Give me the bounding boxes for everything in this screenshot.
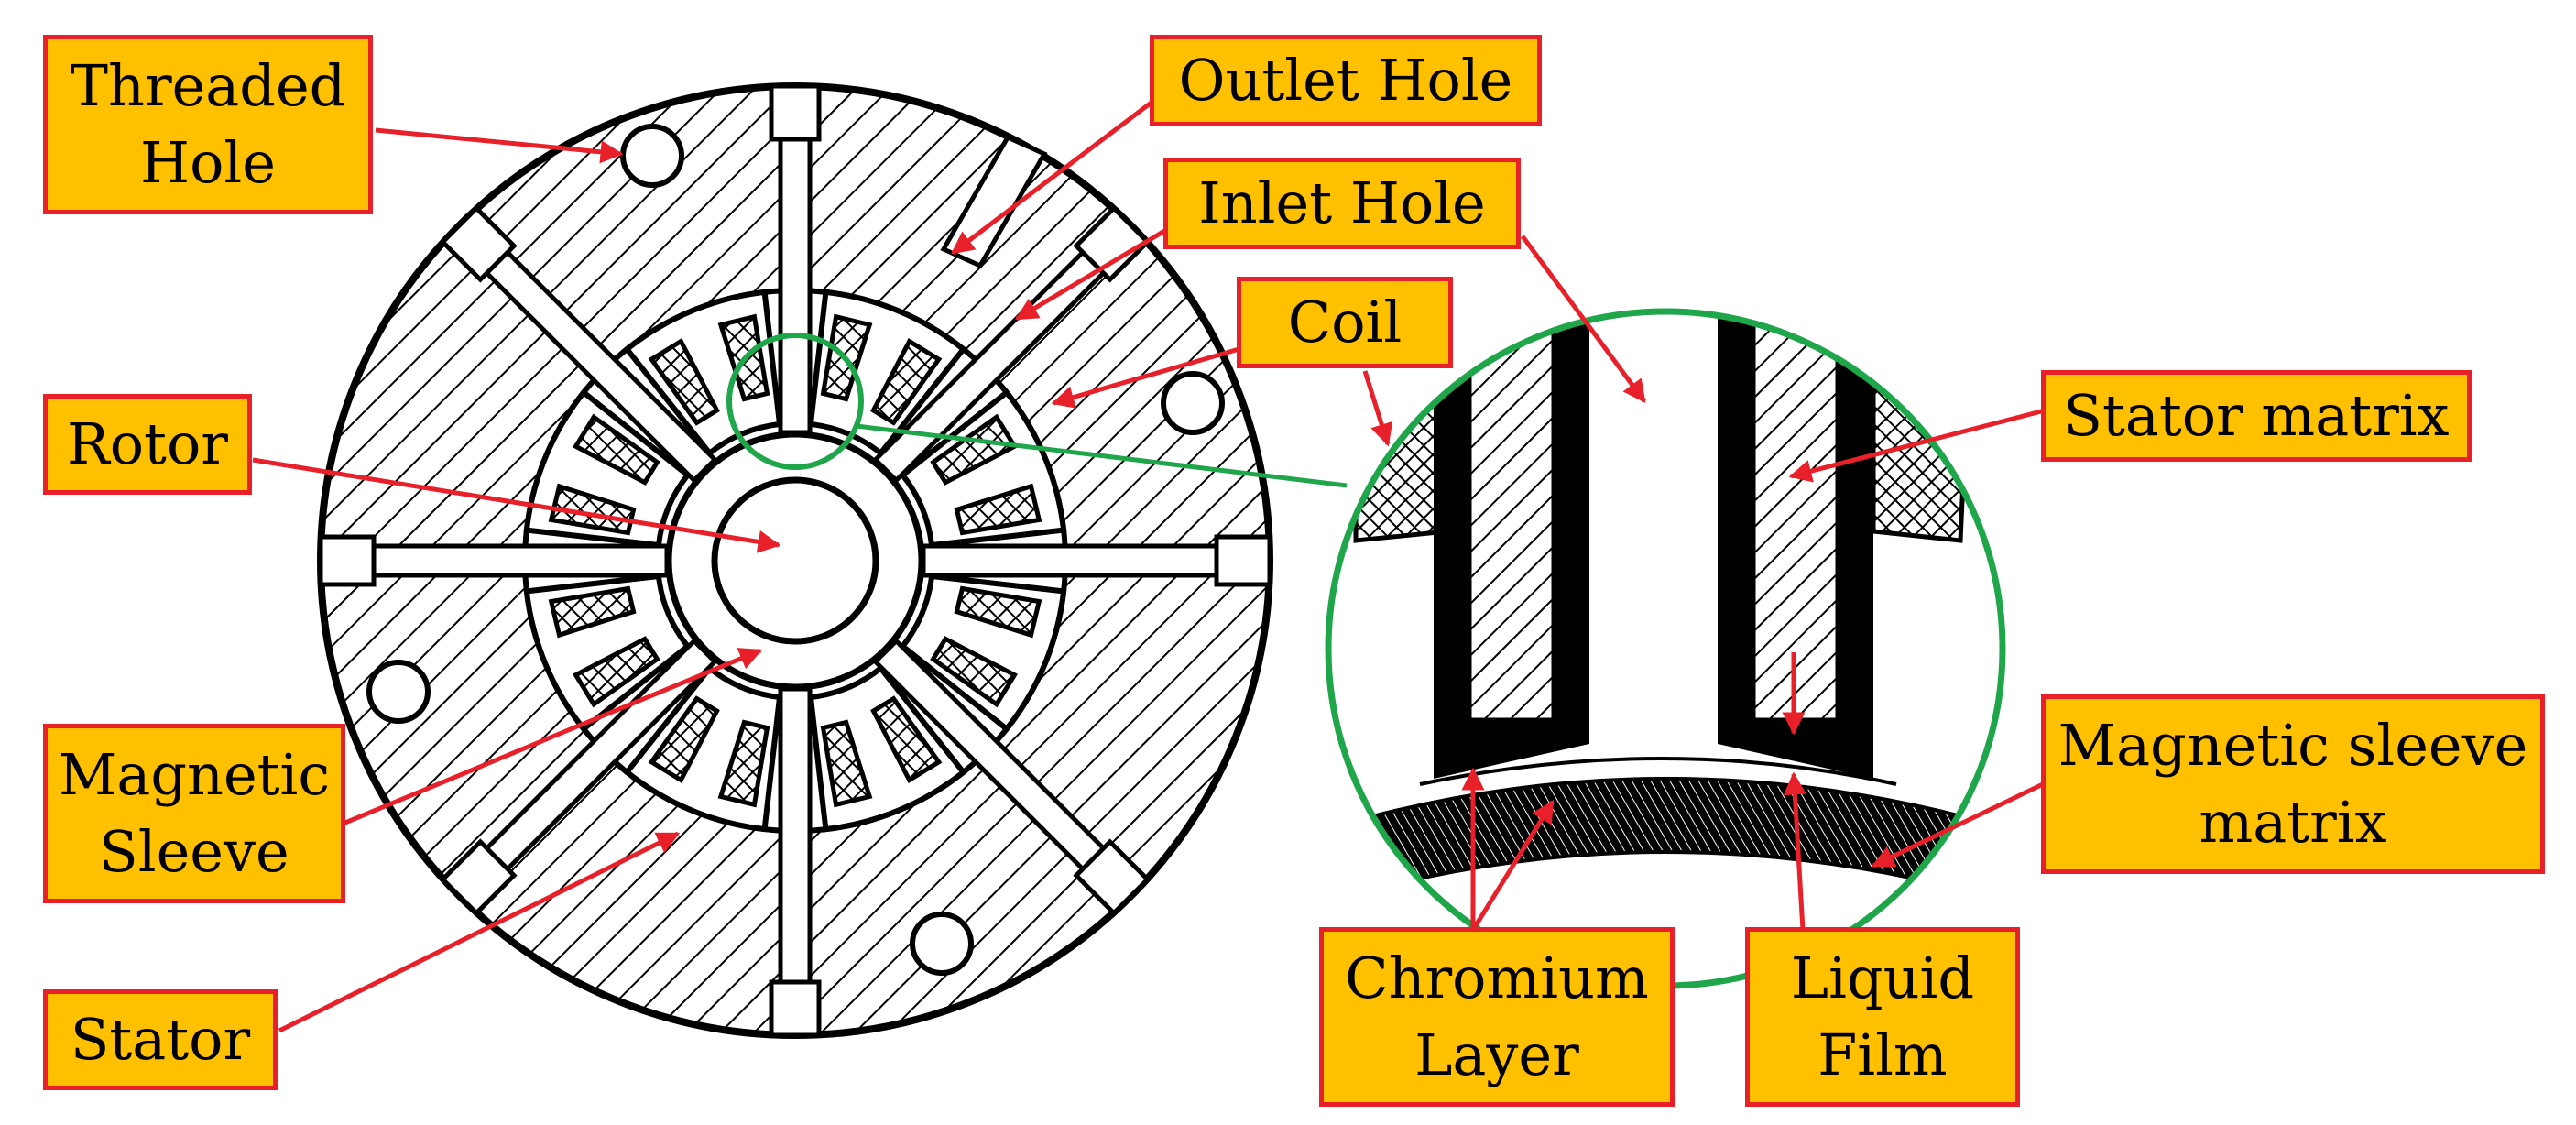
zoom-target-circle [726, 333, 864, 470]
label-stator-matrix-text: Stator matrix [2063, 382, 2450, 449]
coil-winding-2-1 [870, 695, 943, 784]
label-stator-matrix: Stator matrix [2041, 370, 2472, 462]
radial-channels [318, 83, 1272, 1038]
pole-shoes [523, 289, 1067, 833]
arrow-liquid-film-1 [1783, 771, 1806, 931]
arrow-detail-channel [1520, 235, 1647, 404]
label-magnetic-sleeve-line1: Magnetic [58, 741, 331, 808]
zoom-connector [856, 423, 1348, 488]
label-inlet-hole-text: Inlet Hole [1198, 169, 1486, 236]
label-chromium-layer-line1: Chromium [1345, 945, 1649, 1011]
coil-winding-6-1 [648, 337, 720, 426]
label-threaded-hole-line1: Threaded [70, 52, 346, 119]
label-stator: Stator [43, 989, 278, 1090]
label-coil: Coil [1237, 277, 1453, 368]
radial-channel-1 [769, 83, 822, 435]
coil-winding-3-2 [648, 695, 720, 784]
arrow-sleeve-matrix [1871, 781, 2047, 868]
label-threaded-hole-line2: Hole [140, 129, 276, 196]
pointer-arrows [252, 97, 2047, 1033]
stator-core-right [1752, 311, 1839, 721]
label-inlet-hole: Inlet Hole [1163, 158, 1521, 249]
rotor-shape [711, 476, 879, 645]
magnified-detail [1325, 308, 2006, 989]
arrow-outlet-hole [951, 97, 1158, 255]
label-magnetic-sleeve-matrix-line2: matrix [2199, 789, 2387, 856]
label-liquid-film-line2: Film [1817, 1021, 1948, 1088]
label-outlet-hole: Outlet Hole [1150, 35, 1542, 126]
arrow-detail-coil [1362, 370, 1393, 447]
threaded-hole-2 [1161, 371, 1225, 435]
label-outlet-hole-text: Outlet Hole [1178, 47, 1513, 114]
radial-channel-7 [318, 534, 670, 587]
arrow-chromium-2 [1470, 799, 1555, 932]
label-liquid-film-line1: Liquid [1790, 945, 1975, 1011]
arrow-coil [1051, 345, 1243, 409]
label-rotor: Rotor [43, 394, 252, 495]
radial-channel-5 [769, 686, 822, 1038]
coil-winding-4-1 [572, 636, 660, 708]
coil-winding-8-1 [930, 413, 1019, 486]
coil-winding-8-2 [954, 483, 1042, 536]
threaded-hole-3 [366, 660, 431, 724]
arrow-stator-matrix [1788, 408, 2046, 483]
coil-winding-3-1 [717, 719, 770, 808]
coil-winding-2-2 [820, 719, 873, 808]
stator-cross-section [317, 82, 1273, 1039]
arrow-rotor [252, 457, 781, 553]
stator-core-left [1468, 311, 1555, 721]
label-chromium-layer-line2: Layer [1414, 1021, 1579, 1088]
coil-winding-5-1 [548, 483, 637, 536]
threaded-hole-1 [620, 124, 684, 188]
label-stator-text: Stator [70, 1006, 251, 1073]
arrow-threaded-hole [375, 127, 624, 164]
label-magnetic-sleeve-line2: Sleeve [99, 818, 289, 885]
label-coil-text: Coil [1287, 289, 1403, 355]
label-rotor-text: Rotor [67, 410, 228, 477]
coil-winding-5-2 [572, 413, 660, 486]
label-magnetic-sleeve-matrix-line1: Magnetic sleeve [2058, 712, 2528, 779]
radial-channel-3 [921, 534, 1272, 587]
coil-winding-1-2 [930, 636, 1019, 708]
arrow-magnetic-sleeve [340, 648, 763, 827]
coil-winding-7-2 [870, 337, 943, 426]
arrow-inlet-hole [1014, 224, 1173, 322]
central-channel [1589, 311, 1718, 751]
radial-channel-6 [439, 638, 718, 917]
coil-winding-1-1 [954, 585, 1042, 639]
threaded-hole-4 [910, 912, 974, 976]
arrow-stator [278, 831, 681, 1033]
label-magnetic-sleeve-matrix: Magnetic sleeve matrix [2041, 694, 2545, 874]
liquid-film-gap [1419, 757, 1897, 786]
coil-winding-4-2 [548, 585, 637, 639]
